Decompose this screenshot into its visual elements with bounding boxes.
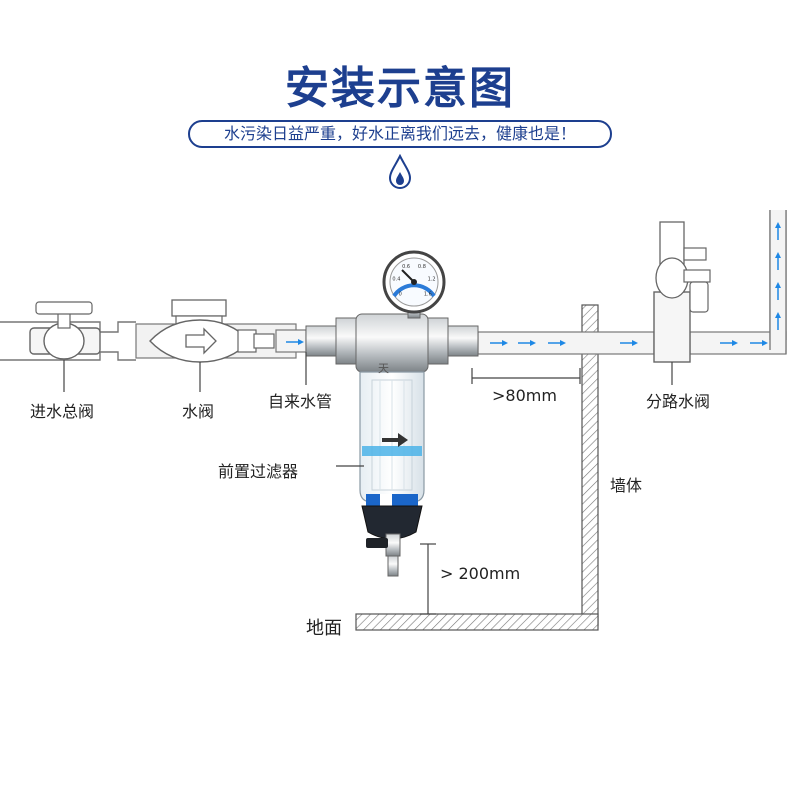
leader-lines [63,352,673,615]
label-tap-water-pipe: 自来水管 [268,392,333,411]
slogan-banner: 水污染日益严重，好水正离我们远去，健康也是！ [188,120,612,148]
riser-pipe [769,210,787,354]
label-inlet-main-valve: 进水总阀 [30,402,95,421]
flow-arrow [518,340,536,346]
gauge-tick-label: 0 [399,292,402,298]
branch-valve [653,221,711,363]
label-water-meter: 水阀 [182,402,215,421]
flow-arrow [775,312,781,330]
gauge-tick-label: 0.4 [392,276,400,282]
flow-arrow [775,252,781,270]
flow-arrow [490,340,508,346]
flow-arrow [775,222,781,240]
flow-arrow [620,340,638,346]
flow-arrow [548,340,566,346]
water-meter [149,299,275,363]
flow-arrow [720,340,738,346]
label-ground: 地面 [306,618,342,639]
gauge-tick-label: 1.6 [424,292,432,298]
ground [355,613,599,631]
gauge-tick-label: 1.2 [428,276,436,282]
flow-arrows [286,222,781,346]
gauge-tick-label: 0.6 [402,264,410,270]
label-wall: 墙体 [610,476,643,495]
flow-arrow [750,340,768,346]
flow-arrow [775,282,781,300]
label-clearance-ground: > 200mm [440,564,521,583]
label-clearance-wall: >80mm [492,386,557,405]
gauge-tick-label: 0.8 [418,264,426,270]
page-title: 安装示意图 [285,63,515,114]
pre-filter: 天 [305,250,479,577]
label-pre-filter: 前置过滤器 [218,462,299,481]
flow-direction-arrow-icon [382,433,408,447]
filter-brand: 天 [378,362,389,375]
label-branch-valve: 分路水阀 [646,392,711,411]
flow-arrow [286,339,304,345]
inlet-main-valve [29,301,101,360]
water-drop-icon [388,154,412,189]
